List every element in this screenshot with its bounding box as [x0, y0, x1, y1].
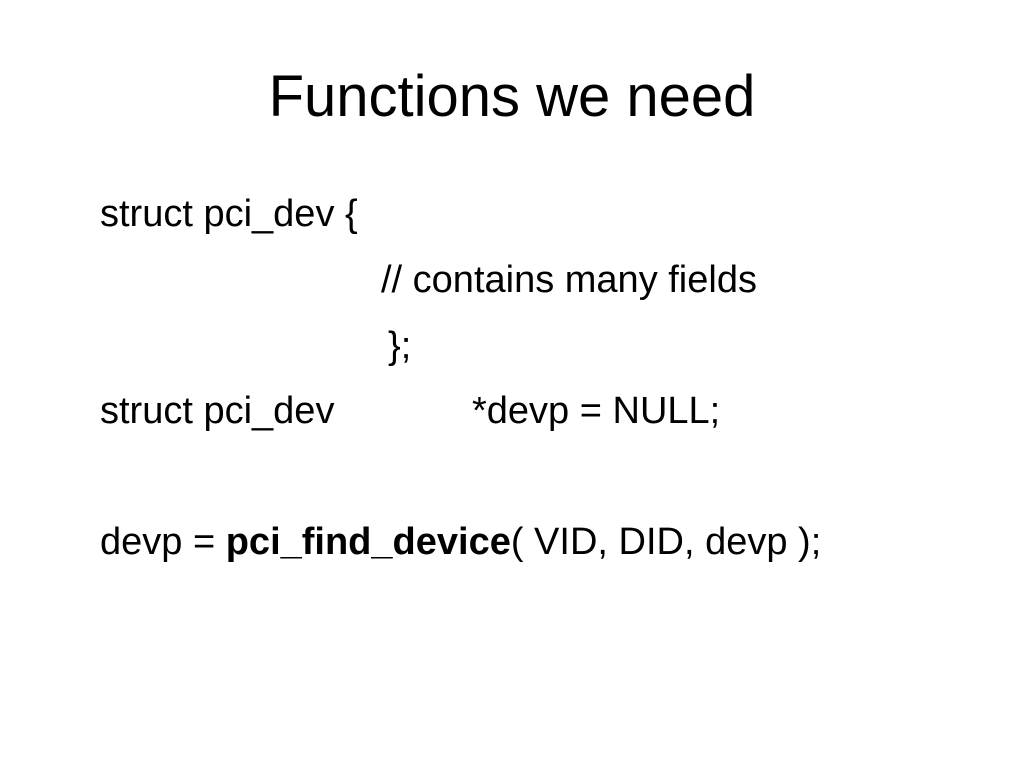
slide-title: Functions we need [268, 64, 756, 129]
declaration-variable: *devp = NULL; [472, 390, 721, 432]
struct-close-line: }; [388, 325, 412, 367]
declaration-type: struct pci_dev [100, 390, 335, 432]
comment-line: // contains many fields [381, 259, 757, 301]
function-call-line: devp = pci_find_device( VID, DID, devp )… [100, 520, 821, 564]
call-arguments: ( VID, DID, devp ); [510, 521, 822, 563]
call-prefix: devp = [100, 521, 226, 563]
function-name: pci_find_device [225, 521, 511, 563]
struct-open-line: struct pci_dev { [100, 193, 358, 235]
